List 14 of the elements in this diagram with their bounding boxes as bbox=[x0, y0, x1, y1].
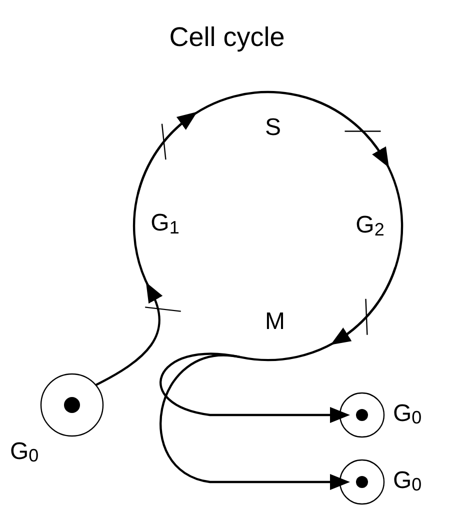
arrow bbox=[160, 353, 350, 423]
phase-label: G$_{1}$ bbox=[150, 212, 180, 236]
phase-label: G$_{2}$ bbox=[356, 214, 384, 238]
phase-label: S bbox=[265, 116, 281, 140]
phase-label: G$_{0}$ bbox=[393, 469, 422, 494]
arrow bbox=[330, 267, 396, 346]
arrow bbox=[95, 282, 162, 386]
title: Cell cycle bbox=[168, 24, 286, 51]
arrow bbox=[160, 354, 350, 490]
phase-label: G$_{0}$ bbox=[393, 402, 422, 427]
arrow bbox=[136, 111, 197, 194]
phase-label: M bbox=[265, 310, 285, 334]
phase-label: G$_{0}$ bbox=[10, 440, 39, 465]
arrow bbox=[313, 99, 390, 168]
